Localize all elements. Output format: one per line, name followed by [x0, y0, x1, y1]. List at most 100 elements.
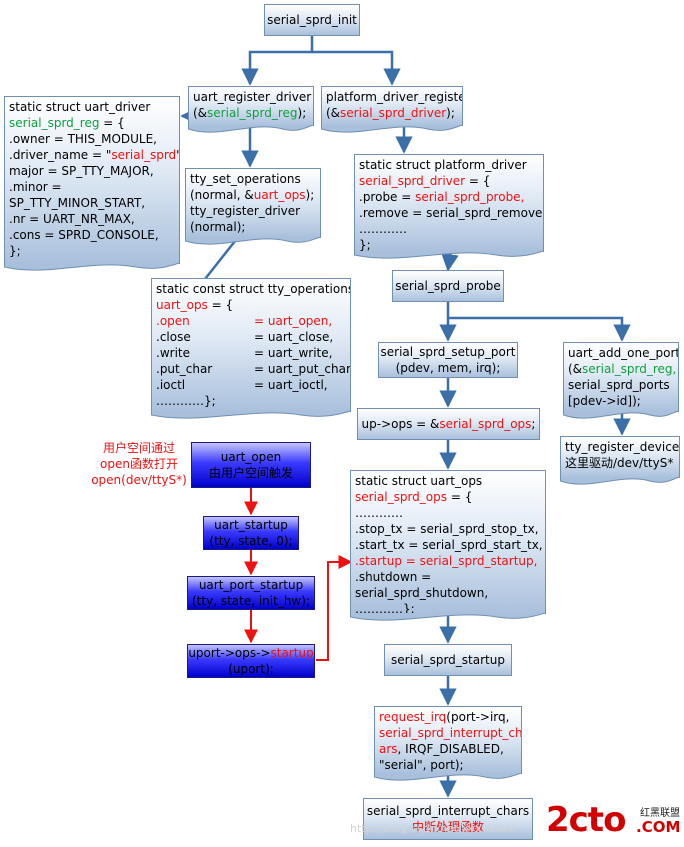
node-text-line: serial_sprd_interrupt_ch	[379, 725, 521, 741]
text-segment: = {	[447, 490, 473, 504]
text-segment: };	[9, 244, 21, 258]
node-text-line: .start_tx = serial_sprd_start_tx,	[355, 537, 543, 553]
node-text-line: tty_register_driver	[190, 203, 316, 219]
node-text-line: static const struct tty_operations	[156, 281, 350, 297]
text-segment: platform_driver_register	[326, 90, 463, 104]
node-text-line: (pdev, mem, irq);	[395, 361, 501, 375]
text-segment: serial_sprd_reg,	[582, 362, 677, 376]
text-segment: };	[359, 238, 371, 252]
node-text-line: .owner = THIS_MODULE,	[9, 131, 175, 147]
text-segment: = uart_close,	[254, 330, 334, 344]
text-segment: .write	[156, 346, 190, 360]
text-segment: (&	[326, 106, 341, 120]
text-segment: .open	[156, 314, 190, 328]
text-segment: uart_add_one_port	[568, 346, 679, 360]
node-text-line: serial_sprd_interrupt_chars	[367, 803, 529, 819]
node-serial-sprd-setup-port: serial_sprd_setup_port(pdev, mem, irq);	[378, 342, 518, 378]
text-segment: static struct uart_ops	[355, 474, 483, 488]
node-text-line: serial_sprd_shutdown,	[355, 585, 541, 601]
node-text-line: request_irq(port->irq,	[379, 709, 517, 725]
node-text-line: (tty, state, init_hw);	[192, 594, 310, 608]
text-segment: (normal);	[190, 220, 246, 234]
text-segment: .minor =	[9, 180, 62, 194]
node-text-line: (&serial_sprd_reg);	[193, 105, 309, 121]
note-line: open(dev/ttyS*)	[91, 473, 187, 487]
red-arrow-uport-to-startup-field	[316, 555, 353, 661]
node-text-line: .remove = serial_sprd_remove,	[359, 205, 543, 221]
text-segment: serial_sprd_shutdown,	[355, 586, 489, 600]
arrow-probe-to-add-one-port	[448, 316, 631, 342]
text-segment: );	[297, 106, 307, 120]
text-segment: startup	[270, 646, 314, 660]
node-text-line: uart_ops = {	[156, 297, 346, 313]
text-segment: serial_sprd_driver	[359, 174, 466, 188]
text-segment: tty_set_operations	[190, 172, 301, 186]
node-text-line: serial_sprd_ports	[568, 377, 674, 393]
text-segment: ars	[379, 742, 398, 756]
text-segment: .nr = UART_NR_MAX,	[9, 212, 135, 226]
text-segment: serial_sprd_ports	[568, 378, 670, 392]
node-tty-set-operations: tty_set_operations(normal, &uart_ops);tt…	[185, 168, 321, 238]
note-line: 用户空间通过	[102, 441, 175, 455]
node-text-line: uart_add_one_port	[568, 345, 678, 361]
text-segment: );	[446, 106, 455, 120]
text-segment: serial_sprd_interrupt_ch	[379, 726, 522, 740]
node-text-line: static struct uart_ops	[355, 473, 541, 489]
text-segment: …………};	[355, 602, 415, 614]
node-text-line: .nr = UART_NR_MAX,	[9, 211, 175, 227]
text-segment: uart_ops	[253, 188, 306, 202]
node-text-line: …………	[359, 221, 539, 237]
node-text-line: …………};	[355, 601, 541, 614]
node-up-ops: up->ops = &serial_sprd_ops;	[357, 408, 540, 440]
node-text-line: …………};	[156, 393, 346, 409]
text-segment: "serial", port);	[379, 758, 464, 772]
text-segment: .cons = SPRD_CONSOLE,	[9, 228, 159, 242]
node-serial-sprd-init: serial_sprd_init	[264, 4, 360, 36]
text-segment: tty_register_driver	[190, 204, 301, 218]
node-serial-sprd-startup: serial_sprd_startup	[384, 644, 512, 676]
text-segment: static const struct tty_operations	[156, 282, 351, 296]
node-text-line: 这里驱动/dev/ttyS*	[565, 456, 674, 470]
node-text-line: serial_sprd_startup	[391, 653, 505, 667]
text-segment: static struct platform_driver	[359, 158, 527, 172]
arrow-init-split	[241, 36, 314, 86]
node-text-line: (normal);	[190, 219, 316, 235]
text-segment: 中断处理函数	[411, 820, 484, 834]
logo-main: 2cto	[546, 800, 626, 840]
node-text-line: …………	[355, 505, 541, 521]
node-text-line: platform_driver_register	[326, 89, 462, 105]
node-text-line: ars, IRQF_DISABLED,	[379, 741, 517, 757]
document-wave-edge	[4, 263, 180, 271]
node-text-line: (&serial_sprd_reg,	[568, 361, 677, 377]
text-segment: serial_sprd_ops	[439, 417, 532, 431]
node-text-line: .close= uart_close,	[156, 329, 346, 345]
node-text-line: };	[9, 243, 175, 259]
document-wave-edge	[321, 125, 463, 133]
text-segment: serial_sprd	[111, 148, 177, 162]
node-text-line: .open= uart_open,	[156, 313, 346, 329]
node-text-line: (tty, state, 0);	[209, 534, 293, 548]
node-text-line: "serial", port);	[379, 757, 517, 773]
node-uart-register-driver: uart_register_driver(&serial_sprd_reg);	[188, 86, 314, 126]
document-wave-edge	[185, 237, 321, 245]
node-text-line: .startup = serial_sprd_startup,	[355, 553, 541, 569]
node-uart-port-startup: uart_port_startup(tty, state, init_hw);	[187, 576, 315, 610]
node-request-irq: request_irq(port->irq,serial_sprd_interr…	[374, 706, 522, 774]
node-uart-startup: uart_startup(tty, state, 0);	[203, 516, 299, 550]
node-text-line: 中断处理函数	[412, 819, 484, 835]
text-segment: static struct uart_driver	[9, 100, 151, 114]
note-line: open函数打开	[100, 457, 178, 471]
text-segment: .start_tx = serial_sprd_start_tx,	[355, 538, 543, 552]
node-text-line: serial_sprd_init	[267, 13, 357, 27]
arrow-init-to-platform	[312, 50, 401, 86]
text-segment: .startup = serial_sprd_startup,	[355, 554, 538, 568]
text-segment: (port->irq,	[446, 710, 510, 724]
text-segment: serial_sprd_interrupt_chars	[366, 804, 530, 818]
node-text-line: .driver_name = "serial_sprd",	[9, 147, 179, 163]
node-text-line: .minor =	[9, 179, 175, 195]
document-wave-edge	[354, 251, 544, 259]
text-segment: [pdev->id]);	[568, 394, 641, 408]
